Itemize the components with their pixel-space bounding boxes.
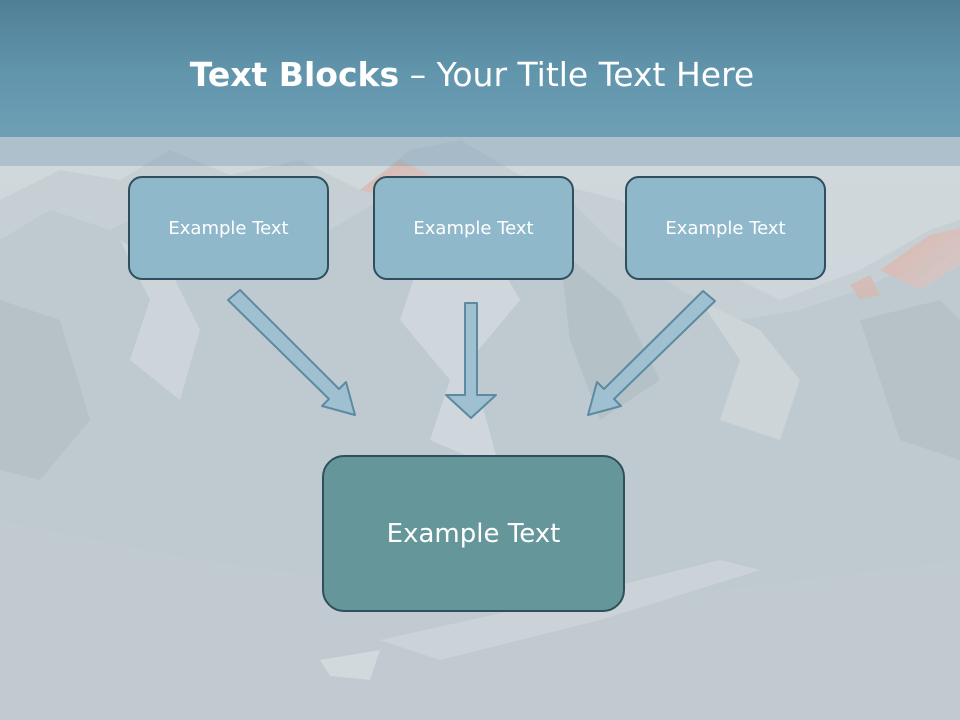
- title-bold: Text Blocks: [189, 55, 400, 94]
- title-rest: Your Title Text Here: [436, 55, 755, 94]
- arrow-right-diagonal: [587, 290, 716, 416]
- arrow-center-down: [445, 302, 497, 419]
- text-block-3[interactable]: Example Text: [625, 176, 826, 280]
- header-band: [0, 0, 960, 137]
- text-block-1[interactable]: Example Text: [128, 176, 329, 280]
- text-block-2[interactable]: Example Text: [373, 176, 574, 280]
- result-text-block-label: Example Text: [386, 518, 561, 549]
- text-block-1-label: Example Text: [168, 217, 289, 239]
- slide-title: Text Blocks – Your Title Text Here: [0, 52, 944, 98]
- result-text-block[interactable]: Example Text: [322, 455, 625, 612]
- header-sub-band: [0, 137, 960, 166]
- title-separator: –: [399, 55, 437, 94]
- text-block-2-label: Example Text: [413, 217, 534, 239]
- arrow-left-diagonal: [227, 289, 356, 416]
- text-block-3-label: Example Text: [665, 217, 786, 239]
